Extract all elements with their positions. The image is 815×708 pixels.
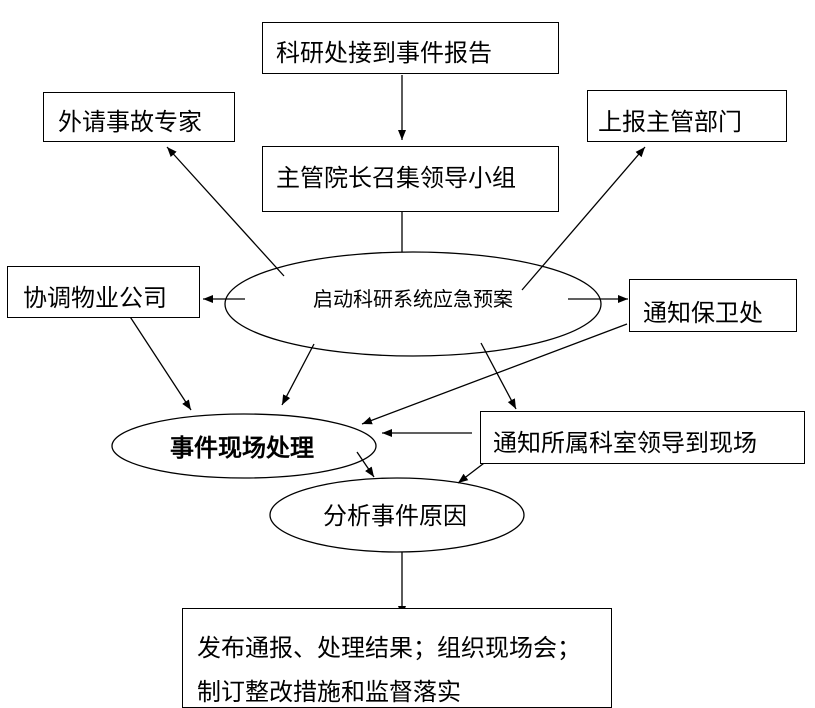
- report-department-box: 上报主管部门: [587, 90, 787, 142]
- activate-plan-label: 启动科研系统应急预案: [313, 287, 513, 311]
- receive-report-text: 科研处接到事件报告: [276, 39, 492, 67]
- notify-security-text: 通知保卫处: [643, 299, 763, 327]
- notify-lab-leader-text: 通知所属科室领导到现场: [493, 429, 757, 457]
- activate-plan-ellipse: [224, 251, 602, 357]
- onsite-handling-label: 事件现场处理: [170, 433, 314, 462]
- leader-group-box: 主管院长召集领导小组: [262, 146, 559, 212]
- coordinate-property-box: 协调物业公司: [7, 266, 200, 318]
- analyze-cause-ellipse: [269, 477, 525, 553]
- publish-results-line-1: 发布通报、处理结果；组织现场会；: [197, 634, 581, 662]
- coordinate-property-text: 协调物业公司: [23, 284, 167, 312]
- report-department-text: 上报主管部门: [598, 108, 742, 136]
- arrow-onsite-to-cause: [356, 451, 375, 478]
- external-experts-text: 外请事故专家: [58, 108, 202, 136]
- arrow-plan-to-experts: [166, 146, 285, 277]
- arrow-security-to-onsite: [361, 323, 628, 425]
- arrow-plan-to-lab: [480, 342, 517, 410]
- onsite-handling-ellipse: [111, 413, 377, 479]
- leader-group-text: 主管院长召集领导小组: [276, 164, 516, 192]
- receive-report-box: 科研处接到事件报告: [262, 22, 559, 74]
- analyze-cause-label: 分析事件原因: [323, 502, 467, 530]
- arrow-property-to-onsite: [124, 308, 192, 411]
- notify-lab-leader-box: 通知所属科室领导到现场: [480, 411, 805, 464]
- external-experts-box: 外请事故专家: [43, 92, 235, 142]
- arrow-plan-to-department: [521, 146, 646, 291]
- publish-results-box: 发布通报、处理结果；组织现场会； 制订整改措施和监督落实: [182, 608, 612, 708]
- notify-security-box: 通知保卫处: [629, 279, 797, 332]
- publish-results-line-2: 制订整改措施和监督落实: [197, 678, 461, 706]
- arrow-plan-to-onsite: [281, 343, 315, 406]
